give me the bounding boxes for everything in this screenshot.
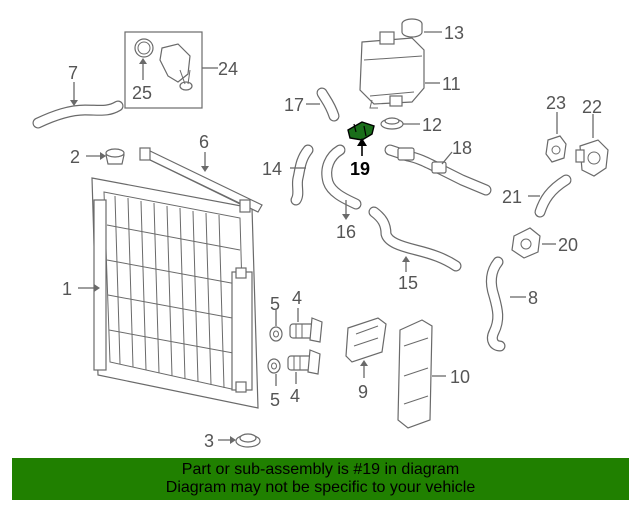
cap-part [105,148,125,165]
callout-19-highlighted: 19 [350,159,370,179]
callout-7: 7 [68,63,78,83]
callout-15: 15 [398,273,418,293]
callout-1: 1 [62,279,72,299]
gasket-upper-part [269,326,283,342]
callout-4-lower: 4 [290,386,300,406]
bracket-9-part [345,317,387,363]
air-guide-10-part [397,319,433,429]
callout-23: 23 [546,93,566,113]
gasket-lower-part [267,358,281,374]
callout-11: 11 [442,74,461,94]
hose-8-part [485,256,506,352]
gasket-23-part [545,135,567,163]
info-banner: Part or sub-assembly is #19 in diagram D… [12,458,629,500]
callout-21: 21 [502,187,522,207]
hose-17-part [316,87,340,122]
hose-16-part [321,144,362,210]
callout-20: 20 [558,235,578,255]
callout-6: 6 [199,132,209,152]
callout-5-lower: 5 [270,390,280,410]
reservoir-cap-part [401,18,423,38]
fitting-lower-part [287,349,321,375]
thermostat-kit-part [124,31,203,109]
callout-13: 13 [444,23,464,43]
drain-cap-part [235,433,261,448]
hose-7-part [32,100,124,129]
hose-21-part [534,174,572,218]
callout-25: 25 [132,83,152,103]
callout-14: 14 [262,159,282,179]
callout-2: 2 [70,147,80,167]
callout-12: 12 [422,115,442,135]
callout-17: 17 [284,95,304,115]
grommet-part [380,117,404,130]
hose-14-part [290,144,314,206]
callout-5-upper: 5 [270,294,280,314]
pipe-15-part [368,206,462,272]
callout-3: 3 [204,431,214,451]
radiator-part [91,177,259,409]
water-outlet-22-part [575,139,609,177]
callout-18: 18 [452,138,472,158]
highlighted-part-19 [347,121,375,141]
leader-lines [70,31,594,444]
parts-diagram: 1 2 3 4 4 5 5 6 7 8 9 10 11 12 13 14 15 … [32,18,609,451]
callout-10: 10 [450,367,470,387]
callout-22: 22 [582,97,602,117]
callout-24: 24 [218,59,238,79]
hose-18-part [384,144,492,196]
housing-20-part [511,227,541,259]
callout-9: 9 [358,382,368,402]
callout-16: 16 [336,222,356,242]
callout-8: 8 [528,288,538,308]
radiator-support-part [139,147,263,213]
reservoir-tank-part [359,31,425,109]
banner-line-1: Part or sub-assembly is #19 in diagram [181,461,460,478]
callout-4-upper: 4 [292,288,302,308]
callout-numbers: 1 2 3 4 4 5 5 6 7 8 9 10 11 12 13 14 15 … [62,23,602,451]
banner-line-2: Diagram may not be specific to your vehi… [165,479,476,496]
fitting-upper-part [289,317,323,343]
